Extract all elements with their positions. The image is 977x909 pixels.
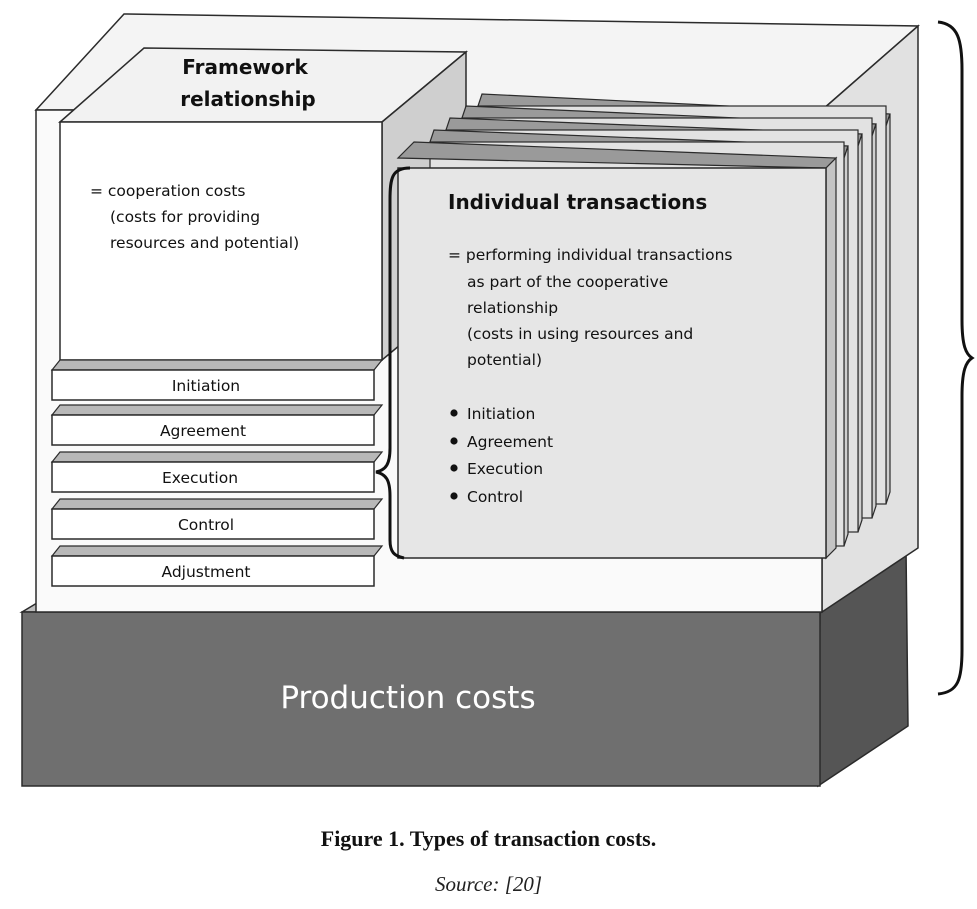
layer-agreement: Agreement (50, 404, 384, 446)
layer-execution-top (50, 451, 384, 463)
layer-initiation-face (51, 369, 375, 401)
bullet-initiation: Initiation (467, 405, 535, 423)
transaction-card-stack (396, 93, 891, 560)
layer-initiation: Initiation (50, 359, 384, 401)
layers-curly-brace (375, 166, 411, 560)
layer-initiation-label: Initiation (172, 377, 240, 395)
layer-execution-face (51, 461, 375, 493)
layer-adjustment-top (50, 545, 384, 557)
framework-title-line1: Framework (182, 55, 308, 79)
layer-agreement-top (50, 404, 384, 416)
card-front-face (397, 167, 827, 559)
layer-execution-label: Execution (162, 469, 238, 487)
layer-execution: Execution (50, 451, 384, 493)
bullet-dot-control (450, 492, 458, 500)
card-front-side (825, 156, 837, 560)
layer-adjustment-label: Adjustment (162, 563, 251, 581)
figure-caption: Figure 1. Types of transaction costs. (320, 826, 657, 851)
layer-agreement-label: Agreement (160, 422, 246, 440)
framework-title-line2: relationship (180, 87, 316, 111)
transaction-costs-curly-brace (937, 20, 975, 696)
transaction-card-front (396, 141, 838, 560)
layer-initiation-top (50, 359, 384, 371)
framework-layers: Initiation Agreement Execution Control A… (50, 359, 384, 587)
framework-desc-line3: resources and potential) (110, 234, 299, 252)
bullet-execution: Execution (467, 460, 543, 478)
bullet-dot-initiation (450, 409, 458, 417)
layer-control-face (51, 508, 375, 540)
individual-desc-line2: as part of the cooperative (467, 273, 668, 291)
bullet-control: Control (467, 488, 523, 506)
bullet-dot-agreement (450, 437, 458, 445)
framework-cube-front (59, 121, 383, 361)
individual-transactions-text: Individual transactions = performing ind… (448, 190, 732, 506)
framework-desc-line1: = cooperation costs (90, 182, 246, 200)
framework-desc-line2: (costs for providing (110, 208, 260, 226)
production-front-face (21, 611, 821, 787)
layer-agreement-face (51, 414, 375, 446)
bullet-dot-execution (450, 464, 458, 472)
bullet-agreement: Agreement (467, 433, 553, 451)
individual-desc-line3: relationship (467, 299, 558, 317)
layer-control: Control (50, 498, 384, 540)
individual-title: Individual transactions (448, 190, 707, 214)
layer-adjustment-face (51, 555, 375, 587)
layer-control-label: Control (178, 516, 234, 534)
production-costs-label: Production costs (280, 680, 535, 716)
layer-control-top (50, 498, 384, 510)
individual-desc-line1: = performing individual transactions (448, 246, 732, 264)
individual-desc-line4: (costs in using resources and (467, 325, 693, 343)
layer-adjustment: Adjustment (50, 545, 384, 587)
individual-desc-line5: potential) (467, 351, 542, 369)
figure-source: Source: [20] (434, 872, 543, 896)
